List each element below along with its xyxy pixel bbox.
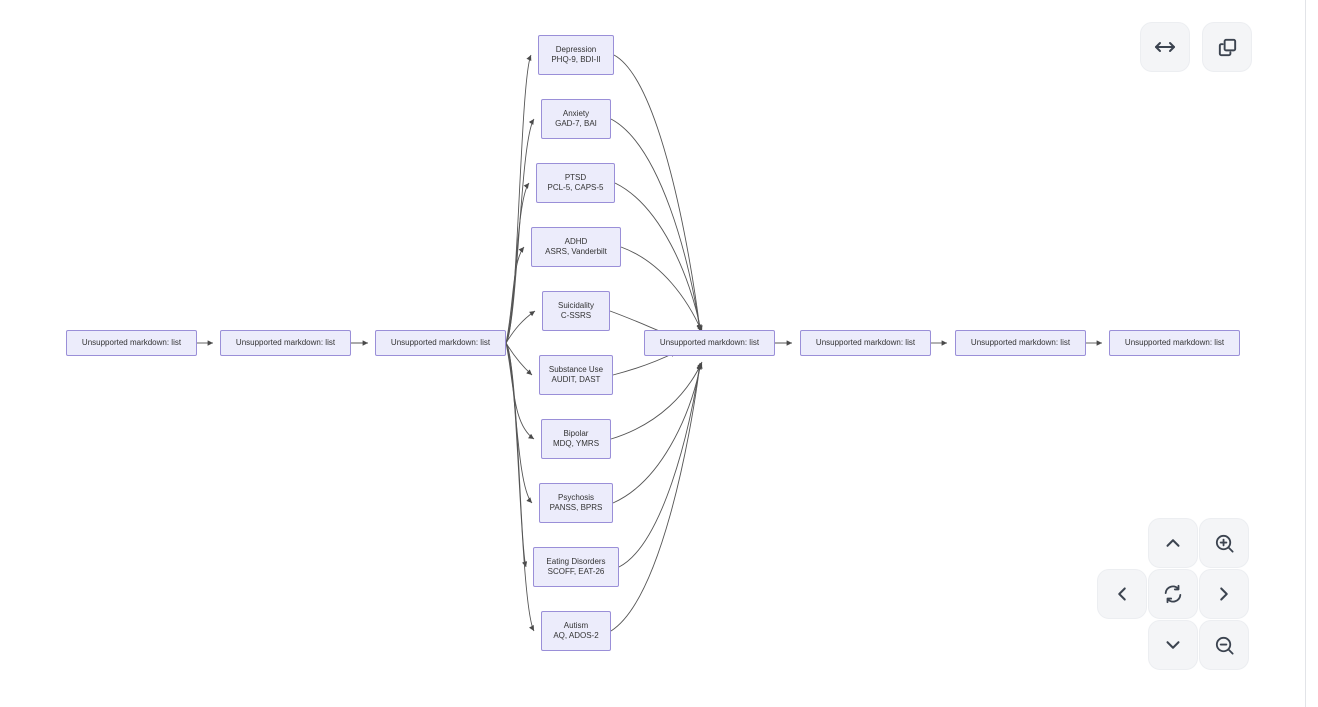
flow-node[interactable]: Unsupported markdown: list xyxy=(800,330,931,356)
domain-node-psychosis[interactable]: Psychosis PANSS, BPRS xyxy=(539,483,613,523)
flow-node-label: Unsupported markdown: list xyxy=(235,338,336,347)
chevron-up-icon xyxy=(1162,532,1184,554)
domain-node-title: Suicidality xyxy=(557,301,594,310)
flow-node-label: Unsupported markdown: list xyxy=(1124,338,1225,347)
domain-node-tools: AQ, ADOS-2 xyxy=(553,631,599,640)
flow-node-label: Unsupported markdown: list xyxy=(81,338,182,347)
zoom-in-icon xyxy=(1213,532,1236,555)
flow-node-label: Unsupported markdown: list xyxy=(815,338,916,347)
fit-width-button[interactable] xyxy=(1140,22,1190,72)
flow-node[interactable]: Unsupported markdown: list xyxy=(220,330,351,356)
flow-node-label: Unsupported markdown: list xyxy=(659,338,760,347)
domain-node-substance-use[interactable]: Substance Use AUDIT, DAST xyxy=(539,355,613,395)
domain-node-adhd[interactable]: ADHD ASRS, Vanderbilt xyxy=(531,227,621,267)
domain-node-bipolar[interactable]: Bipolar MDQ, YMRS xyxy=(541,419,611,459)
flow-node[interactable]: Unsupported markdown: list xyxy=(66,330,197,356)
domain-node-tools: PCL-5, CAPS-5 xyxy=(547,183,604,192)
chevron-left-icon xyxy=(1111,583,1133,605)
domain-node-suicidality[interactable]: Suicidality C-SSRS xyxy=(542,291,610,331)
pan-up-button[interactable] xyxy=(1148,518,1198,568)
domain-node-title: Substance Use xyxy=(548,365,604,374)
domain-node-title: Autism xyxy=(563,621,589,630)
domain-node-eating-disorders[interactable]: Eating Disorders SCOFF, EAT-26 xyxy=(533,547,619,587)
domain-node-title: Depression xyxy=(555,45,597,54)
domain-node-autism[interactable]: Autism AQ, ADOS-2 xyxy=(541,611,611,651)
refresh-icon xyxy=(1162,583,1184,605)
panel-divider xyxy=(1305,0,1306,707)
domain-node-tools: PHQ-9, BDI-II xyxy=(551,55,601,64)
domain-node-tools: AUDIT, DAST xyxy=(551,375,601,384)
flow-node-label: Unsupported markdown: list xyxy=(970,338,1071,347)
domain-node-tools: MDQ, YMRS xyxy=(552,439,600,448)
domain-node-title: Eating Disorders xyxy=(546,557,606,566)
domain-node-anxiety[interactable]: Anxiety GAD-7, BAI xyxy=(541,99,611,139)
chevron-down-icon xyxy=(1162,634,1184,656)
zoom-out-icon xyxy=(1213,634,1236,657)
reset-view-button[interactable] xyxy=(1148,569,1198,619)
copy-button[interactable] xyxy=(1202,22,1252,72)
flow-node-label: Unsupported markdown: list xyxy=(390,338,491,347)
domain-node-tools: GAD-7, BAI xyxy=(555,119,597,128)
domain-node-title: PTSD xyxy=(564,173,587,182)
domain-node-tools: SCOFF, EAT-26 xyxy=(547,567,605,576)
pan-down-button[interactable] xyxy=(1148,620,1198,670)
copy-icon xyxy=(1216,36,1239,59)
zoom-out-button[interactable] xyxy=(1199,620,1249,670)
fit-width-icon xyxy=(1153,35,1177,59)
domain-node-title: Bipolar xyxy=(563,429,589,438)
flow-node[interactable]: Unsupported markdown: list xyxy=(375,330,506,356)
chevron-right-icon xyxy=(1213,583,1235,605)
domain-node-tools: C-SSRS xyxy=(560,311,592,320)
pan-left-button[interactable] xyxy=(1097,569,1147,619)
domain-node-title: Anxiety xyxy=(562,109,590,118)
zoom-in-button[interactable] xyxy=(1199,518,1249,568)
flow-node[interactable]: Unsupported markdown: list xyxy=(1109,330,1240,356)
domain-node-depression[interactable]: Depression PHQ-9, BDI-II xyxy=(538,35,614,75)
flow-node[interactable]: Unsupported markdown: list xyxy=(644,330,775,356)
domain-node-ptsd[interactable]: PTSD PCL-5, CAPS-5 xyxy=(536,163,615,203)
flow-node[interactable]: Unsupported markdown: list xyxy=(955,330,1086,356)
domain-node-tools: PANSS, BPRS xyxy=(549,503,603,512)
pan-right-button[interactable] xyxy=(1199,569,1249,619)
domain-node-tools: ASRS, Vanderbilt xyxy=(545,247,607,256)
domain-node-title: Psychosis xyxy=(557,493,594,502)
domain-node-title: ADHD xyxy=(564,237,588,246)
